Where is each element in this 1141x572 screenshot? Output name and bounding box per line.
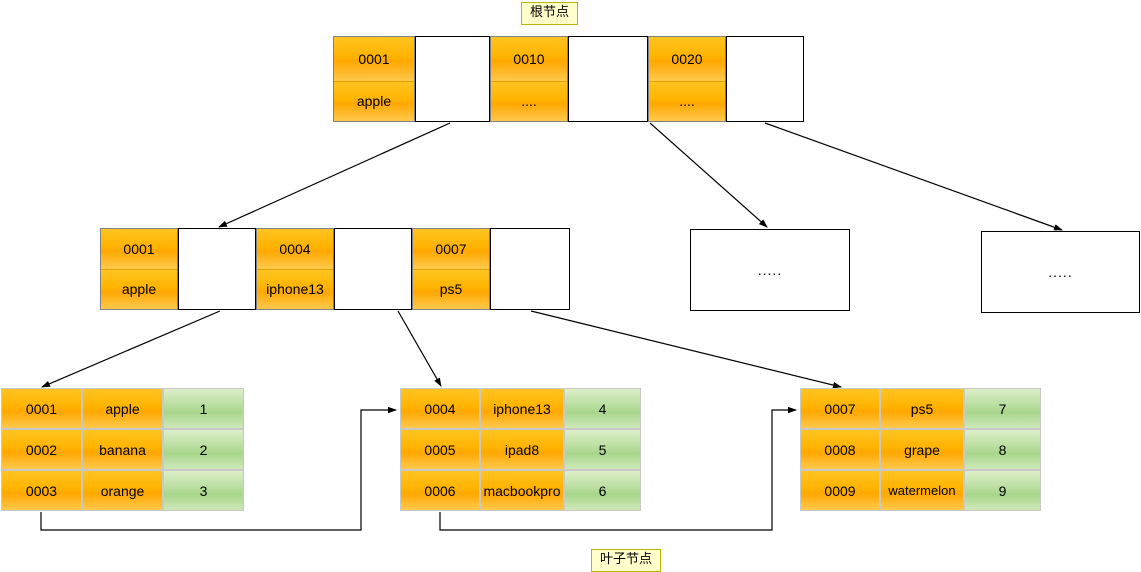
internal-pointer-cell-1[interactable] xyxy=(334,228,412,310)
leaf2-num-1: 5 xyxy=(564,429,641,470)
leaf-row[interactable]: 0002 banana 2 xyxy=(1,429,244,470)
root-key-cell-0[interactable]: 0001 apple xyxy=(333,36,415,122)
internal-pointer-cell-2[interactable] xyxy=(490,228,570,310)
edge-internal-to-leaf-1 xyxy=(41,310,221,388)
leaf-row[interactable]: 0005 ipad8 5 xyxy=(400,429,641,470)
edge-root-to-placeholder-1 xyxy=(649,122,768,228)
leaf-node-3[interactable]: 0007 ps5 7 0008 grape 8 0009 watermelon … xyxy=(800,388,1041,511)
edge-root-to-internal-1 xyxy=(218,122,451,228)
leaf1-key-1: 0002 xyxy=(1,429,82,470)
leaf1-num-2: 3 xyxy=(163,470,244,511)
leaf1-key-0: 0001 xyxy=(1,388,82,429)
leaf2-value-1: ipad8 xyxy=(480,429,564,470)
leaf1-value-1: banana xyxy=(82,429,163,470)
leaf3-num-0: 7 xyxy=(964,388,1041,429)
internal-node-placeholder-1[interactable]: ..... xyxy=(690,229,850,311)
leaf2-key-1: 0005 xyxy=(400,429,480,470)
internal-key-cell-1[interactable]: 0004 iphone13 xyxy=(256,228,334,310)
leaf1-value-0: apple xyxy=(82,388,163,429)
root-node[interactable]: 0001 apple 0010 .... 0020 .... xyxy=(333,36,804,122)
root-key-2: 0020 xyxy=(649,37,725,82)
leaf-node-caption: 叶子节点 xyxy=(591,549,662,572)
leaf3-value-0: ps5 xyxy=(880,388,964,429)
edge-internal-to-leaf-2 xyxy=(397,310,442,387)
internal-pointer-cell-0[interactable] xyxy=(178,228,256,310)
root-key-cell-1[interactable]: 0010 .... xyxy=(490,36,568,122)
internal-value-2: ps5 xyxy=(413,269,489,309)
leaf1-num-0: 1 xyxy=(163,388,244,429)
leaf2-key-2: 0006 xyxy=(400,470,480,511)
leaf3-key-2: 0009 xyxy=(800,470,880,511)
leaf2-value-0: iphone13 xyxy=(480,388,564,429)
internal-value-0: apple xyxy=(101,269,177,309)
root-value-2: .... xyxy=(649,81,725,121)
leaf-row[interactable]: 0004 iphone13 4 xyxy=(400,388,641,429)
internal-node-1[interactable]: 0001 apple 0004 iphone13 0007 ps5 xyxy=(100,228,570,310)
leaf2-num-0: 4 xyxy=(564,388,641,429)
leaf-row[interactable]: 0008 grape 8 xyxy=(800,429,1041,470)
internal-key-0: 0001 xyxy=(101,229,177,270)
leaf-row[interactable]: 0007 ps5 7 xyxy=(800,388,1041,429)
internal-key-1: 0004 xyxy=(257,229,333,270)
root-pointer-cell-1[interactable] xyxy=(568,36,648,122)
leaf1-num-1: 2 xyxy=(163,429,244,470)
root-value-1: .... xyxy=(491,81,567,121)
leaf1-key-2: 0003 xyxy=(1,470,82,511)
edge-root-to-placeholder-2 xyxy=(764,122,1063,231)
leaf-row[interactable]: 0009 watermelon 9 xyxy=(800,470,1041,511)
leaf-row[interactable]: 0001 apple 1 xyxy=(1,388,244,429)
root-key-0: 0001 xyxy=(334,37,414,82)
root-pointer-cell-2[interactable] xyxy=(726,36,804,122)
root-key-cell-2[interactable]: 0020 .... xyxy=(648,36,726,122)
leaf-node-1[interactable]: 0001 apple 1 0002 banana 2 0003 orange 3 xyxy=(1,388,244,511)
leaf1-value-2: orange xyxy=(82,470,163,511)
leaf2-num-2: 6 xyxy=(564,470,641,511)
leaf3-num-1: 8 xyxy=(964,429,1041,470)
root-node-caption: 根节点 xyxy=(521,2,579,25)
root-key-1: 0010 xyxy=(491,37,567,82)
leaf3-num-2: 9 xyxy=(964,470,1041,511)
leaf3-key-1: 0008 xyxy=(800,429,880,470)
internal-key-cell-0[interactable]: 0001 apple xyxy=(100,228,178,310)
leaf-row[interactable]: 0003 orange 3 xyxy=(1,470,244,511)
leaf3-value-1: grape xyxy=(880,429,964,470)
leaf2-key-0: 0004 xyxy=(400,388,480,429)
leaf2-value-2: macbookpro xyxy=(480,470,564,511)
root-value-0: apple xyxy=(334,81,414,121)
leaf3-key-0: 0007 xyxy=(800,388,880,429)
internal-node-placeholder-2[interactable]: ..... xyxy=(981,231,1140,313)
leaf-node-2[interactable]: 0004 iphone13 4 0005 ipad8 5 0006 macboo… xyxy=(400,388,641,511)
internal-value-1: iphone13 xyxy=(257,269,333,309)
internal-key-2: 0007 xyxy=(413,229,489,270)
root-pointer-cell-0[interactable] xyxy=(415,36,490,122)
leaf-row[interactable]: 0006 macbookpro 6 xyxy=(400,470,641,511)
leaf3-value-2: watermelon xyxy=(880,470,964,511)
internal-key-cell-2[interactable]: 0007 ps5 xyxy=(412,228,490,310)
edge-internal-to-leaf-3 xyxy=(530,310,842,389)
